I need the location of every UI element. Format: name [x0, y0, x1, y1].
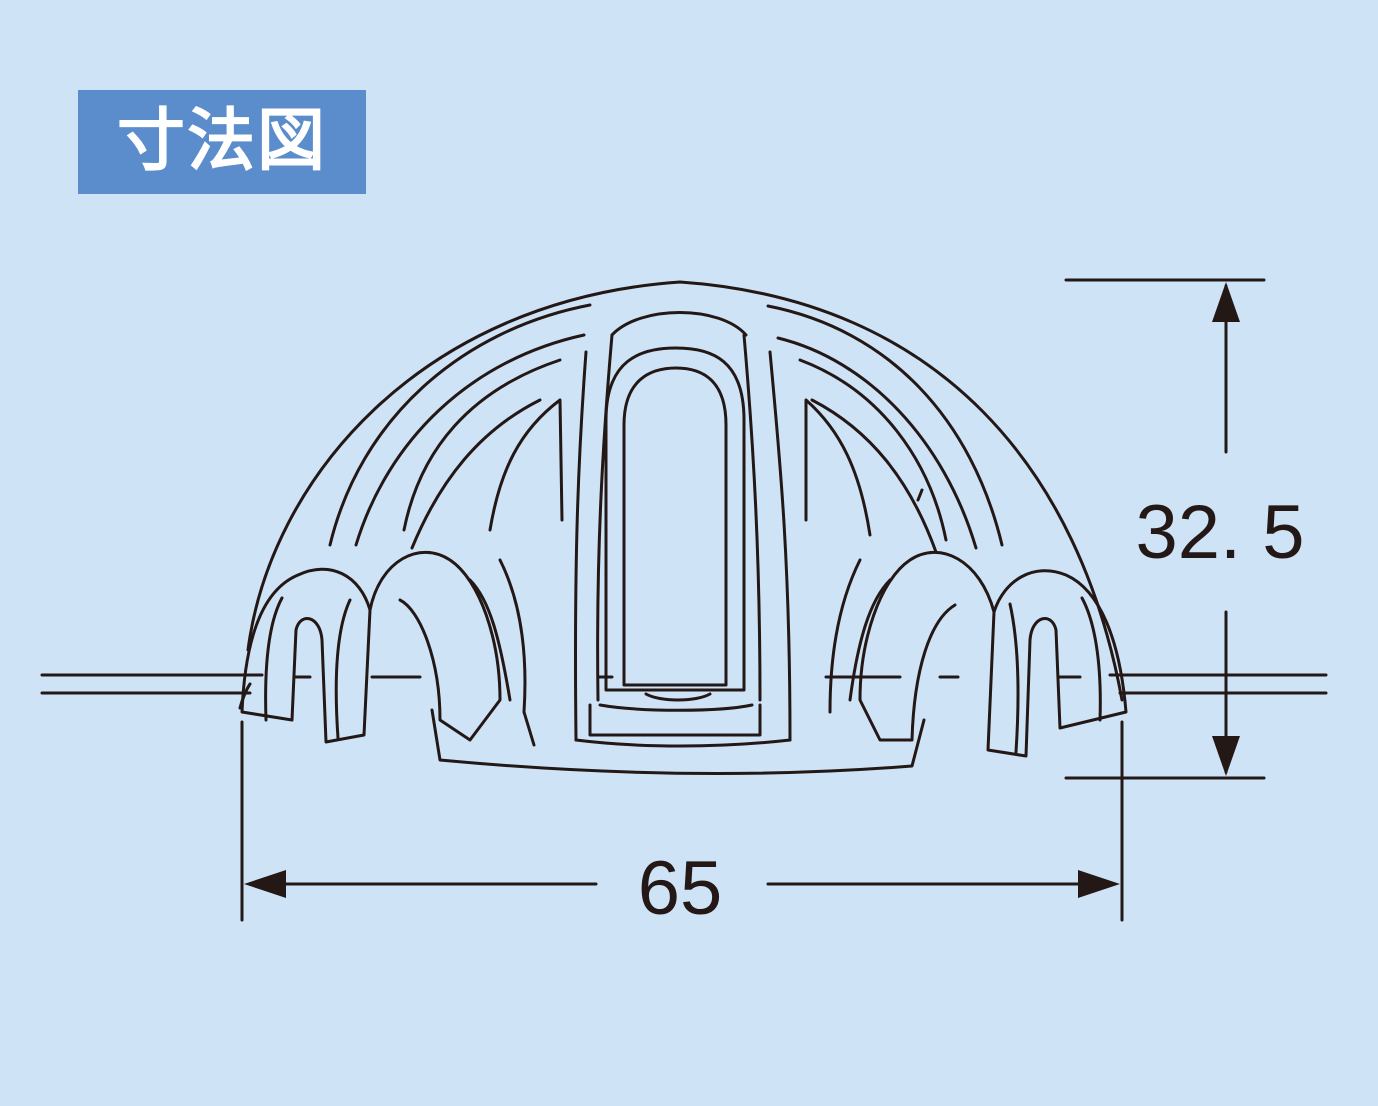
height-arrow-bottom: [1212, 736, 1240, 776]
left-center-post-outer: [573, 350, 588, 742]
leg-left-outer: [240, 567, 372, 744]
right-outer-rib-inner: [776, 336, 978, 550]
right-arch: [742, 304, 1004, 742]
width-dimension: [240, 720, 1124, 922]
left-window-post-2: [468, 578, 512, 702]
center-slot-inner: [622, 366, 728, 687]
right-window: [804, 398, 872, 537]
right-window-post-2: [848, 578, 892, 702]
leg-left-tip: [238, 682, 252, 710]
center-window-top-outer: [610, 311, 748, 337]
left-mid-rib-inner: [410, 398, 542, 550]
left-outer-rib-inner: [354, 333, 586, 547]
dome-outline: [246, 280, 1124, 775]
height-dimension-label: 32. 5: [1135, 490, 1304, 575]
dome-base-line: [430, 708, 926, 775]
dome-outer-arc: [246, 280, 1124, 702]
center-base-lower: [574, 738, 792, 748]
left-center-post-inner: [596, 333, 614, 702]
center-slot-tab: [644, 692, 712, 702]
title-badge: 寸法図: [78, 90, 366, 194]
width-arrow-right: [1078, 870, 1120, 898]
center-base-curve: [598, 703, 754, 712]
right-mid-rib-inner: [810, 398, 938, 554]
page-title: 寸法図: [116, 102, 327, 181]
width-dimension-label: 65: [638, 846, 723, 931]
right-arch-opening: [858, 550, 996, 742]
center-base-frame: [588, 703, 762, 737]
leg-left-inner-rib: [264, 596, 284, 722]
left-window: [488, 398, 564, 532]
right-window-post: [828, 558, 862, 714]
right-legs: [986, 569, 1128, 758]
right-tick-mark: [916, 488, 924, 502]
width-arrow-left: [244, 870, 286, 898]
left-arch: [328, 303, 614, 747]
leg-right-inner-rib-2: [1008, 602, 1020, 754]
center-window: [574, 311, 792, 748]
leg-right-outer: [986, 569, 1128, 758]
right-outer-rib: [766, 304, 1004, 547]
height-arrow-top: [1212, 282, 1240, 322]
left-foot-edge: [522, 710, 536, 747]
height-dimension: [1064, 278, 1266, 780]
right-center-post-outer: [768, 350, 792, 742]
left-arch-opening: [368, 550, 502, 742]
left-window-post: [498, 558, 527, 714]
left-outer-rib: [328, 303, 592, 547]
left-mid-rib: [402, 358, 562, 532]
left-legs: [238, 567, 372, 744]
leg-right-inner-rib: [1080, 596, 1102, 722]
right-center-post-inner: [742, 333, 762, 702]
leg-left-inner-rib-2: [334, 598, 352, 740]
center-slot-outer: [604, 346, 746, 692]
right-mid-rib: [798, 358, 948, 542]
